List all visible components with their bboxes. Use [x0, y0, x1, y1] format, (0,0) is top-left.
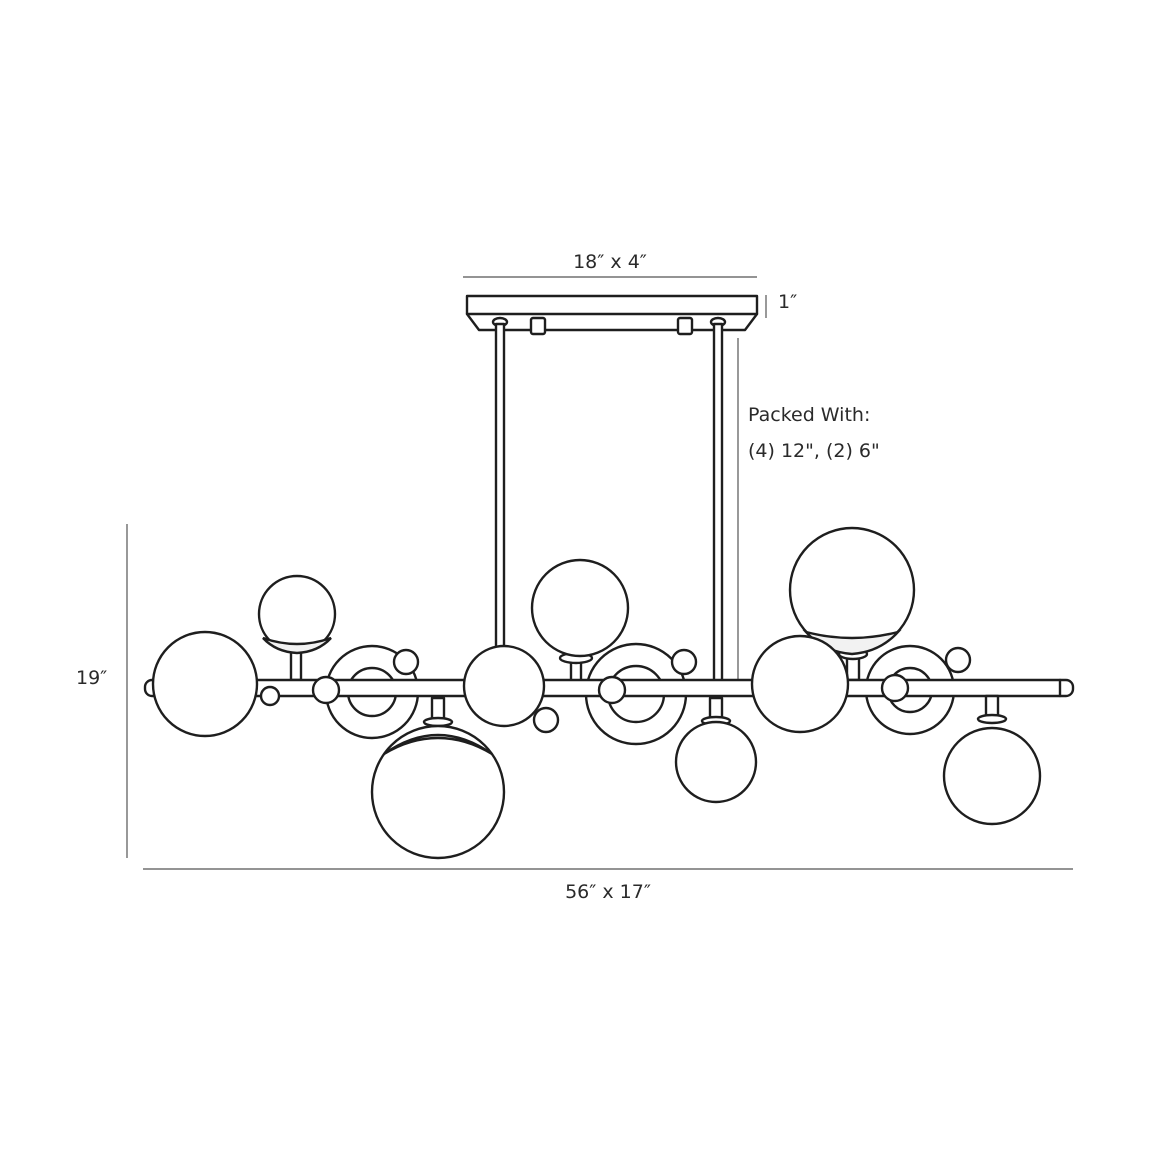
knob: [532, 706, 560, 734]
knob: [944, 646, 972, 674]
canopy-screw: [529, 316, 547, 336]
globe-lower-left: [370, 696, 506, 860]
canopy-screw: [676, 316, 694, 336]
canopy-height-label: 1″: [778, 291, 797, 313]
knob: [670, 648, 698, 676]
knob: [880, 673, 910, 703]
globe-lower-center: [674, 696, 758, 804]
knob: [311, 675, 341, 705]
suspension-rod-left: [494, 322, 506, 652]
overall-size-label: 56″ x 17″: [565, 881, 651, 903]
packed-with-rods: (4) 12", (2) 6": [748, 440, 880, 462]
globe-bar-center-left: [462, 644, 546, 728]
globe-bar-far-left: [151, 630, 259, 738]
canopy-dimension-label: 18″ x 4″: [573, 251, 647, 273]
globe-bar-center-right: [750, 634, 850, 734]
globe-upper-center: [530, 558, 630, 684]
globe-upper-left: [257, 574, 337, 682]
overall-height-label: 19″: [76, 667, 107, 689]
packed-with-title: Packed With:: [748, 404, 870, 426]
canopy: [465, 294, 759, 336]
suspension-rod-right: [712, 322, 724, 684]
globe-upper-right: [788, 526, 916, 682]
globe-lower-right: [942, 694, 1042, 826]
knob: [597, 675, 627, 705]
knob: [259, 685, 281, 707]
knob: [392, 648, 420, 676]
